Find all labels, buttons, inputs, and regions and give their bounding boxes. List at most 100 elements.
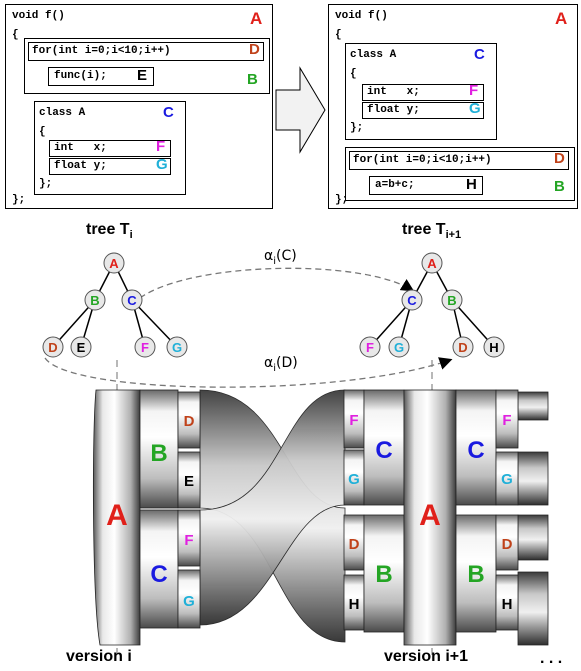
tag-D: D	[249, 41, 260, 58]
tag-B: B	[247, 71, 258, 88]
code-line-float: float y;	[54, 160, 107, 172]
code-line-void: void f()	[12, 10, 65, 22]
transition-arrow	[275, 66, 326, 154]
svg-text:G: G	[394, 340, 404, 355]
svg-text:A: A	[106, 499, 128, 532]
tree-ti1-title-sub: i+1	[445, 229, 462, 242]
transition-ribbons	[199, 389, 549, 646]
tree-ti1-edges	[369, 262, 495, 348]
svg-text:D: D	[458, 340, 467, 355]
svg-text:F: F	[502, 412, 511, 429]
code-line-class-close: };	[39, 178, 53, 190]
node-D: D	[42, 336, 64, 358]
icicle-version-i	[92, 389, 201, 646]
code-line-class: class A	[350, 49, 397, 61]
svg-text:B: B	[447, 293, 456, 308]
code-line-brace-open: {	[39, 126, 46, 138]
tag-B: B	[554, 178, 565, 195]
tree-ti1-title: tree Ti+1	[402, 221, 461, 241]
code-line-brace: {	[335, 29, 342, 41]
alpha-symbol: α	[264, 248, 274, 264]
code-line-for: for(int i=0;i<10;i++)	[353, 154, 492, 166]
mapping-label-d: αi(D)	[264, 355, 298, 374]
tree-ti-edges	[52, 262, 178, 348]
tree-ti1-title-main: tree T	[402, 221, 446, 238]
code-line-void: void f()	[335, 10, 388, 22]
svg-text:F: F	[141, 340, 149, 355]
svg-text:H: H	[489, 340, 498, 355]
node-C: C	[401, 289, 423, 311]
tag-A: A	[555, 9, 568, 28]
tag-G: G	[156, 156, 168, 173]
svg-text:G: G	[348, 471, 360, 488]
svg-text:B: B	[150, 440, 167, 467]
node-B: B	[84, 289, 106, 311]
class-block: class A C { int x; F float y; G };	[34, 101, 186, 195]
float-stmt: float y; G	[362, 100, 484, 119]
svg-text:D: D	[349, 536, 360, 553]
code-line-brace: {	[12, 29, 19, 41]
assign-stmt: a=b+c; H	[369, 176, 483, 195]
node-A: A	[103, 252, 125, 274]
tag-C: C	[474, 46, 485, 63]
node-F: F	[359, 336, 381, 358]
int-stmt: int x; F	[362, 82, 484, 101]
svg-text:C: C	[375, 437, 392, 464]
tree-ti-title-sub: i	[129, 229, 133, 242]
code-line-float: float y;	[367, 104, 420, 116]
version-i1-label: version i+1	[384, 648, 469, 665]
code-line-int: int x;	[367, 86, 420, 98]
svg-text:C: C	[407, 293, 417, 308]
svg-text:A: A	[109, 256, 119, 271]
for-header: for(int i=0;i<10;i++) D	[349, 150, 569, 170]
node-H: H	[483, 336, 505, 358]
svg-text:H: H	[349, 596, 360, 613]
tree-ti-nodes: A B C D E F G	[42, 252, 188, 358]
svg-text:F: F	[366, 340, 374, 355]
svg-text:D: D	[502, 536, 513, 553]
svg-text:D: D	[184, 413, 195, 430]
code-box-version-i: void f() { A for(int i=0;i<10;i++) D fun…	[5, 4, 273, 209]
code-line-for: for(int i=0;i<10;i++)	[32, 45, 171, 57]
node-G: G	[388, 336, 410, 358]
node-B: B	[441, 289, 463, 311]
svg-text:C: C	[127, 293, 137, 308]
alpha-sub: i	[273, 255, 277, 267]
svg-text:G: G	[172, 340, 182, 355]
svg-text:G: G	[183, 593, 195, 610]
node-C: C	[121, 289, 143, 311]
code-line-int: int x;	[54, 142, 107, 154]
node-D: D	[452, 336, 474, 358]
tag-H: H	[466, 176, 477, 193]
svg-text:B: B	[90, 293, 99, 308]
alpha-arg: (C)	[276, 248, 297, 264]
code-line-end: };	[12, 194, 26, 206]
icicle-version-i1	[343, 389, 519, 646]
code-line-func: func(i);	[54, 70, 107, 82]
version-i-label: version i	[66, 648, 132, 665]
node-E: E	[70, 336, 92, 358]
mapping-arrow-c	[139, 267, 415, 299]
svg-text:G: G	[501, 471, 513, 488]
alpha-arg: (D)	[276, 355, 298, 371]
svg-text:A: A	[419, 499, 441, 532]
for-block: for(int i=0;i<10;i++) D func(i); E B	[24, 38, 270, 94]
alpha-sub: i	[273, 362, 277, 374]
int-stmt: int x; F	[49, 138, 171, 157]
alpha-symbol: α	[264, 355, 274, 371]
tag-C: C	[163, 104, 174, 121]
svg-text:C: C	[467, 437, 484, 464]
code-line-end: };	[335, 194, 349, 206]
float-stmt: float y; G	[49, 156, 171, 175]
tag-E: E	[137, 67, 148, 84]
tree-ti1-nodes: A C B F G D H	[359, 252, 505, 358]
tag-A: A	[250, 9, 263, 28]
code-line-assign: a=b+c;	[375, 179, 415, 191]
svg-text:F: F	[349, 412, 358, 429]
node-G: G	[166, 336, 188, 358]
code-line-class: class A	[39, 107, 86, 119]
for-block: for(int i=0;i<10;i++) D a=b+c; H B	[345, 147, 575, 201]
svg-text:H: H	[502, 596, 513, 613]
code-line-brace-open: {	[350, 68, 357, 80]
